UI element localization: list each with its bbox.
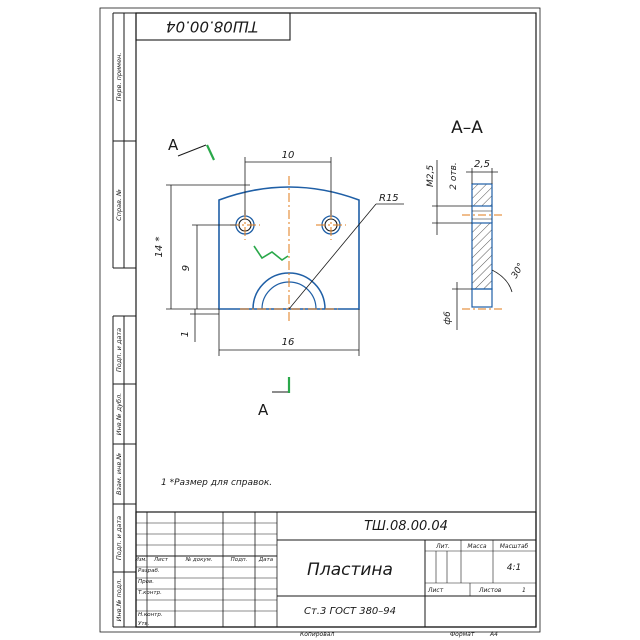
section-dim-diameter: ф6 — [443, 311, 453, 325]
section-body-top — [471, 183, 493, 207]
tb-col-izm: Изм. — [135, 557, 147, 563]
section-angle-arc — [491, 269, 513, 293]
tb-sheet-label: Лист — [427, 587, 444, 594]
tb-role-utv: Утв. — [138, 621, 150, 627]
strip-podp-data-1: Подп. и дата — [115, 328, 123, 372]
left-strip — [112, 12, 136, 628]
tb-sheets-value: 1 — [522, 587, 526, 594]
tb-scale-header: Масштаб — [500, 543, 529, 550]
tb-role-tkontr: Т.контр. — [138, 590, 162, 596]
strip-sprav-no: Справ. № — [115, 189, 123, 221]
tb-role-nkontr: Н.контр. — [138, 612, 163, 618]
tb-designation: ТШ.08.00.04 — [364, 519, 448, 534]
break-mark — [253, 245, 289, 261]
dim-radius: R15 — [379, 193, 399, 204]
tb-material: Ст.3 ГОСТ 380–94 — [304, 606, 396, 617]
strip-podp-data-2: Подп. и дата — [115, 516, 123, 560]
section-body-bottom — [471, 222, 493, 290]
section-dim-thread: М2,5 — [426, 165, 436, 187]
top-stamp-text: ТШ08.00.04 — [166, 18, 258, 36]
tb-col-podp: Подп. — [231, 557, 248, 563]
strip-vzam-inv: Взам. инв.№ — [115, 453, 123, 495]
tb-lit-header: Лит. — [435, 543, 450, 550]
tb-col-list: Лист — [153, 557, 169, 563]
drawing-frame — [135, 12, 537, 628]
dim-hole-height: 9 — [181, 265, 192, 271]
section-dim-thickness: 2,5 — [474, 159, 490, 170]
section-letter-top: А — [168, 136, 179, 154]
part-outline — [218, 186, 360, 310]
tb-role-prov: Пров. — [138, 579, 154, 585]
sheet-outer-border — [99, 7, 541, 633]
strip-inv-dubl: Инв.№ дубл. — [115, 393, 123, 435]
section-letter-bottom: А — [258, 401, 269, 419]
main-view: 10 14 * 9 1 16 R — [154, 136, 404, 419]
title-block-text: ТШ.08.00.04 Пластина Ст.3 ГОСТ 380–94 Из… — [135, 519, 528, 627]
tb-part-name: Пластина — [307, 560, 393, 580]
footer-format-label: Формат — [450, 631, 475, 638]
tb-mass-header: Масса — [467, 543, 486, 550]
footer-format-value: А4 — [489, 631, 498, 638]
tb-sheets-label: Листов — [478, 587, 502, 594]
tb-scale-value: 4:1 — [507, 563, 521, 573]
title-block — [135, 511, 537, 628]
dim-height-ref: 14 * — [154, 237, 165, 258]
technical-note: 1 *Размер для справок. — [161, 478, 272, 488]
section-view: А–А 2,5 — [426, 118, 527, 330]
top-stamp: ТШ08.00.04 — [135, 12, 291, 41]
tb-role-razrab: Разраб. — [138, 568, 160, 574]
dim-hole-spacing: 10 — [282, 150, 295, 161]
strip-inv-podl: Инв.№ подл. — [115, 579, 123, 622]
tb-col-data: Дата — [258, 557, 274, 563]
footer-copied: Копировал — [300, 631, 334, 638]
section-dim-holes-count: 2 отв. — [449, 162, 459, 190]
strip-perv-primen: Перв. примен. — [115, 53, 123, 102]
section-stroke-top — [206, 144, 215, 161]
dim-width: 16 — [282, 337, 295, 348]
tb-col-docum: № докум. — [184, 557, 212, 563]
dim-bottom-offset: 1 — [180, 331, 191, 337]
section-title: А–А — [451, 118, 483, 138]
section-body-lower — [471, 288, 493, 308]
section-dim-angle: 30° — [510, 262, 527, 281]
